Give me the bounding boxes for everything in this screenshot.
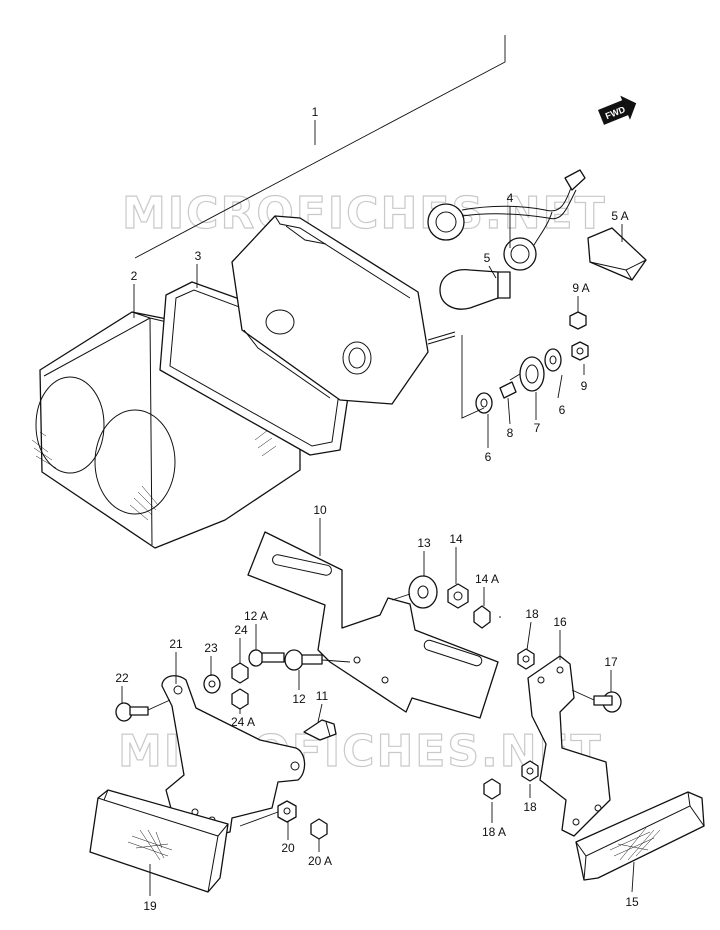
callout-22: 22: [115, 671, 129, 685]
callout-15: 15: [625, 895, 639, 909]
part-14-nut: [447, 583, 469, 609]
callout-2: 2: [131, 269, 138, 283]
part-9a-nut: [569, 311, 587, 330]
callout-10: 10: [313, 503, 327, 517]
callout-9a: 9 A: [572, 281, 589, 295]
callout-12: 12: [292, 692, 306, 706]
part-20a-nut: [310, 818, 328, 840]
part-7-grommet: [509, 356, 545, 392]
part-5a-cushion: [587, 227, 647, 281]
callout-5a: 5 A: [611, 209, 628, 223]
callout-8: 8: [507, 426, 514, 440]
callout-13: 13: [417, 536, 431, 550]
callout-20: 20: [281, 841, 295, 855]
part-16-stay-right: [527, 655, 611, 837]
part-10-bracket: [247, 531, 499, 719]
part-11-clamp: [303, 719, 337, 741]
callout-18-upper: 18: [525, 607, 539, 621]
callout-18-lower: 18: [523, 800, 537, 814]
part-18-nut-lower: [521, 760, 539, 782]
callout-11: 11: [316, 689, 329, 703]
callout-17: 17: [604, 655, 618, 669]
part-9-nut: [571, 341, 589, 361]
callout-16: 16: [553, 615, 567, 629]
callout-6-right: 6: [559, 403, 566, 417]
part-housing: [231, 215, 456, 405]
part-22-screw: [115, 699, 171, 722]
callout-24: 24: [234, 623, 248, 637]
callout-3: 3: [195, 249, 202, 263]
callout-14: 14: [449, 532, 463, 546]
callout-23: 23: [204, 641, 218, 655]
part-6-washer-left: [475, 392, 493, 414]
leader-lines: [121, 206, 635, 896]
callout-21: 21: [169, 637, 183, 651]
part-15-reflector-right: [575, 791, 705, 881]
fwd-arrow-icon: FWD: [598, 95, 637, 125]
part-8-spacer: [499, 381, 517, 399]
part-13-washer: [408, 575, 438, 609]
callout-5: 5: [484, 251, 491, 265]
part-5-bulb: [439, 269, 511, 310]
callout-24a: 24 A: [231, 715, 255, 729]
part-4-socket-harness: [427, 169, 586, 271]
part-24-nut: [231, 662, 249, 684]
part-20-nut: [277, 800, 297, 823]
part-24a-nut: [231, 688, 249, 710]
callout-12a: 12 A: [244, 609, 268, 623]
part-18a-nut: [483, 778, 501, 800]
callout-6-left: 6: [485, 450, 492, 464]
watermark-top: MICROFICHES.NET: [122, 188, 607, 239]
part-19-reflector-left: [89, 789, 229, 893]
callout-14a: 14 A: [475, 572, 499, 586]
part-14a-nut: [473, 605, 491, 629]
callout-18a: 18 A: [482, 825, 506, 839]
part-12a-bolt: [248, 649, 285, 667]
callout-7: 7: [534, 421, 541, 435]
callout-19: 19: [143, 899, 157, 913]
callout-4: 4: [507, 191, 514, 205]
part-23-washer: [203, 674, 221, 694]
assembly-1-bracket: [134, 35, 506, 259]
callout-20a: 20 A: [308, 854, 332, 868]
part-18-nut-upper: [517, 648, 535, 670]
callout-9: 9: [581, 379, 588, 393]
part-6-washer-right: [544, 348, 562, 372]
callout-1: 1: [312, 105, 319, 119]
callout-labels: 1 2 3 4 5 5 A 9 A 9 6 7 8 6 10 13 14 14 …: [115, 105, 639, 913]
part-17-screw: [571, 689, 622, 713]
part-12-bolt: [284, 649, 351, 671]
